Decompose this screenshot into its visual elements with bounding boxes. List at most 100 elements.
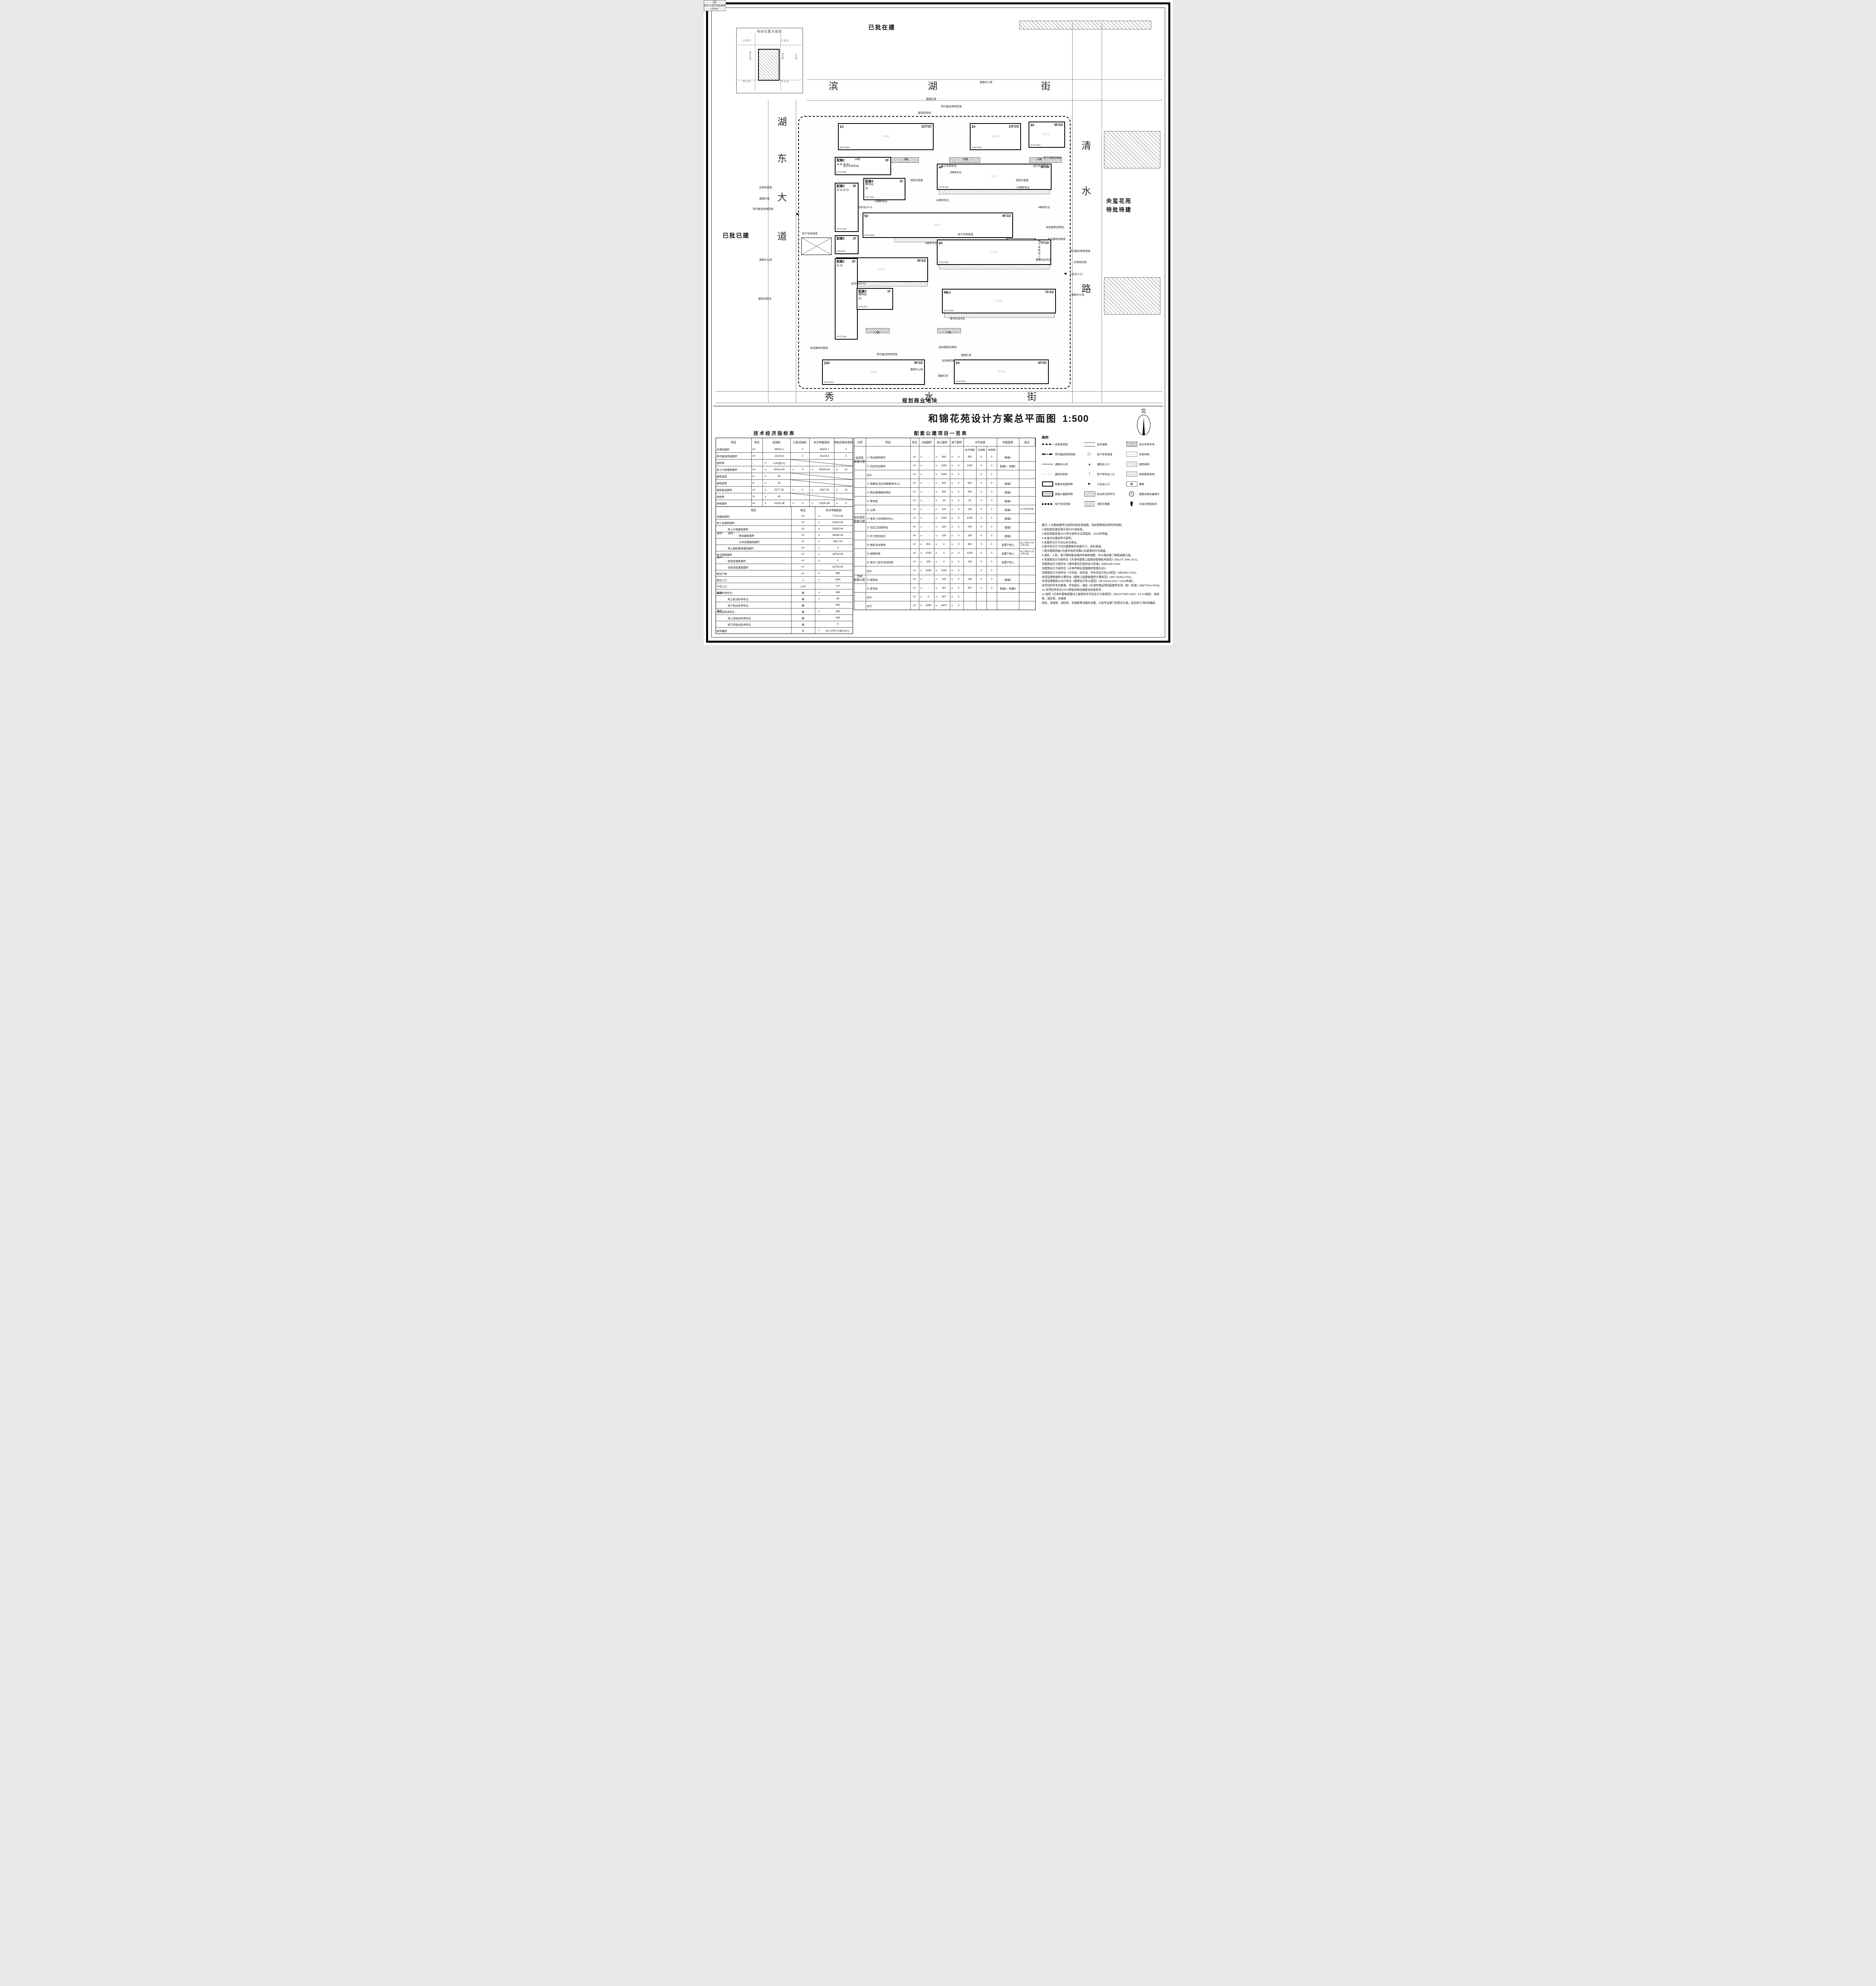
- legend-label: 地下空间范围: [1055, 503, 1070, 506]
- note-line: 本建筑设计方案符合《汽车库、修车库、停车场设计防火规范》GB50067-2014…: [1042, 571, 1139, 574]
- support-building-height: H=11.35m: [836, 171, 847, 174]
- legend-label: 居民健身场地: [1139, 473, 1154, 476]
- table-row: ⑫ 老年人室外活动场地 m² ≥150 ≥0 ≥0 150 0 0 设置于地上: [854, 557, 1035, 566]
- plan-annotation: 12辆: [1036, 158, 1042, 161]
- legend-label: 小区出入口: [1097, 483, 1110, 486]
- legend-label: 道路中心线: [1055, 463, 1068, 466]
- note-line: 10.本项目停车位100%预留充电设施建设安装条件。: [1042, 589, 1104, 592]
- road-line: [807, 79, 1162, 80]
- plan-annotation: 自行车停车场: [1033, 165, 1049, 168]
- plan-annotation: 界内建设用地范围: [941, 105, 962, 108]
- plan-annotation: 4辆停车位: [1038, 206, 1050, 209]
- building-length: 23.18: [1043, 133, 1050, 136]
- legend-symbol-icon: X: [1129, 491, 1134, 496]
- building-height: H=21.05m: [938, 261, 949, 264]
- support-building-height: H=11.35m: [836, 335, 847, 338]
- street-name-char: 水: [924, 392, 934, 402]
- legend-symbol-icon: ⊠: [1126, 481, 1137, 487]
- building-length: 69.08: [998, 370, 1005, 373]
- building-length: 79.88: [870, 371, 877, 374]
- support-building-floors: 1F: [853, 237, 857, 240]
- table-row: ⑩ 居民活动场地 m² ≥900 ≥0 ≥0 900 0 0 设置于地上 地上(…: [854, 540, 1035, 549]
- note-line: 5.本图所注尺寸均以米为单位。: [1042, 541, 1079, 544]
- table-row: ③ 居委会(社区党群服务中心) m² ≥- ≥500 ≥0 500 0 0 配建…: [854, 479, 1035, 487]
- title-scale: 1:500: [1062, 413, 1089, 424]
- building-floors: 9F/1D: [1054, 123, 1063, 127]
- table-row: ⑨ 环卫清扫班点 m² ≥- ≥100 ≥0 100 0 0 配建2: [854, 531, 1035, 540]
- inset-road: [780, 34, 781, 91]
- legend-symbol-icon: [1042, 444, 1053, 445]
- building-height: H=26.95m: [1030, 144, 1041, 147]
- building-height: H=32.85m: [971, 147, 982, 149]
- legend-item: 新建住宅建筑物: [1042, 481, 1082, 487]
- street-name-char: 秀: [824, 392, 834, 402]
- north-needle-icon: [1142, 417, 1145, 435]
- table-group-label: 市政 配套公建: [854, 575, 865, 582]
- legend-label: 地下车库坡道: [1097, 453, 1112, 456]
- legend-label: 机动车位停车位: [1097, 493, 1115, 496]
- support-building: 配建2 3F ②④⑤⑦ H=11.35m: [834, 183, 859, 232]
- plan-annotation: 回车场15*15: [857, 206, 872, 209]
- note-line: 8.消防、人防、电力等附属设施的布局和规模，均以相关部门审批结果为准。: [1042, 554, 1133, 557]
- legend-item: 宅旁绿地: [1126, 452, 1166, 457]
- building-length: 75.68: [990, 251, 998, 254]
- table-row: 地下非机动车停车位辆 0: [716, 621, 853, 627]
- road-line: [1072, 23, 1073, 403]
- street-name-char: 路: [1081, 284, 1091, 294]
- support-building-subname: 黑号站: [865, 183, 874, 186]
- table-row: 容积率- ≤1.60(且>1): [716, 459, 853, 466]
- table-row: 居住人口人 ≤1361: [716, 576, 853, 583]
- legend-label: 消防扑救面: [1097, 503, 1110, 506]
- support-building-floors: 2F: [852, 260, 856, 263]
- plan-annotation: 消防扑救面: [1015, 179, 1029, 182]
- street-name-char: 湖: [928, 81, 938, 92]
- building: 9# 6F/1D 69.08 H=18.10m: [953, 359, 1049, 384]
- legend-item: ▲ 建筑出入口: [1084, 462, 1124, 467]
- support-building-floors: 1F: [887, 290, 891, 293]
- plan-annotation: 总用地范围: [1073, 261, 1087, 264]
- building-floors: 7F/1D: [1045, 290, 1054, 294]
- table-row: 地下机动车停车位辆 550: [716, 602, 853, 608]
- note-line: 备注: 1.本图依据甲方提供的核定用地图，现状图等相关资料所绘制。: [1042, 524, 1124, 527]
- street-name-char: 大: [777, 193, 787, 203]
- plan-annotation: 港湾式会车区: [1035, 259, 1051, 261]
- area-label: 央玺花苑: [1106, 198, 1132, 204]
- building-id: 1#: [840, 125, 844, 129]
- legend-item: ► 小区出入口: [1084, 481, 1124, 487]
- support-building-subname: 换热站: [858, 293, 867, 296]
- legend-symbol-icon: [1042, 491, 1053, 496]
- note-line: 9.本建筑设计方案符合《天津市建筑工程规划管理技术规范》DB12/T 1040-…: [1042, 558, 1140, 561]
- plan-annotation: 自行车停车场: [843, 165, 859, 168]
- note-line: 3.规划高程采用1972年天津市大沽高程系，2015年高程。: [1042, 532, 1110, 535]
- table-row: ⑤ 警务室 m² ≥- ≥20 ≥0 20 0 0 配建2: [854, 496, 1035, 505]
- support-building-name: 配建2: [836, 184, 845, 188]
- building-length: 79.88: [882, 135, 889, 138]
- building-id: 2#: [971, 125, 976, 129]
- legend-item: 界内建设用地范围: [1042, 452, 1082, 457]
- plan-annotation: 自行车停车场: [941, 165, 957, 168]
- legend-label: 新建公建建筑物: [1055, 493, 1073, 496]
- table-row: ⑪ 组团绿地 m² ≥1000 ≥0 ≥0 1000 0 0 设置于地上 地上(…: [854, 549, 1035, 557]
- street-name-char: 街: [1041, 81, 1051, 92]
- building-length: 75.68: [995, 299, 1002, 303]
- support-building-floors: 3F: [885, 158, 889, 162]
- table-row: ① 商业服务网点 m² ≥- ≥900 ≥0 900 0 0 配建1: [854, 453, 1035, 461]
- building-height: H=18.10m: [955, 381, 966, 383]
- legend-symbol-icon: [1042, 481, 1053, 487]
- neighbor-building: [1104, 277, 1160, 315]
- building: 2# 11F/1D 39.99 H=32.85m: [969, 123, 1021, 150]
- legend-label: 地下车库出入口: [1097, 473, 1115, 476]
- table-row: 居住户数户 ≤486: [716, 570, 853, 576]
- building: 6# 7F/1D 75.68 H=21.05m: [936, 240, 1051, 265]
- building-floors: 7F/1D: [1040, 241, 1049, 245]
- legend-label: 自行车停车场: [1139, 443, 1154, 446]
- legend-item: 居民健身场地: [1126, 471, 1166, 477]
- note-line: 本项目建筑防火设计符合《建筑设计防火规范》GB 50016-2014（2018年…: [1042, 580, 1136, 583]
- support-building-name: 配建2: [836, 158, 845, 162]
- building-id: 10#: [824, 361, 830, 365]
- bike-parking-strip: [865, 328, 890, 333]
- note-line: 7.图中建筑高度H为室外地坪至檐口与屋脊的平均高度。: [1042, 550, 1108, 553]
